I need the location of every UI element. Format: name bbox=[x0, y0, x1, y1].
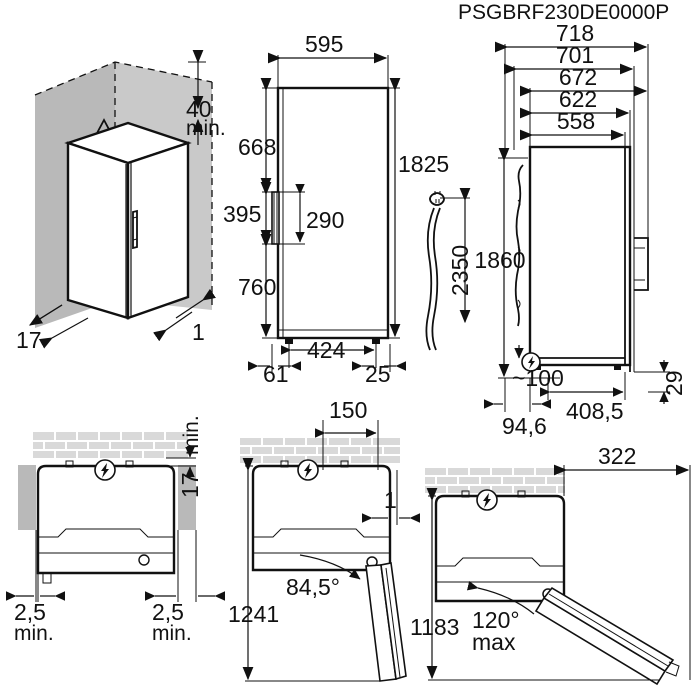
front-dim-61: 61 bbox=[263, 361, 289, 387]
plan-right-dim-322: 322 bbox=[598, 443, 636, 469]
front-dim-424: 424 bbox=[307, 337, 346, 363]
plug-icon bbox=[429, 192, 445, 206]
iso-dim-top-value: 40 bbox=[186, 96, 212, 122]
plan-mid-dim-1: 1 bbox=[384, 487, 397, 513]
iso-dim-side-value: 1 bbox=[192, 319, 205, 345]
side-dim-408: 408,5 bbox=[566, 398, 624, 424]
front-dim-25: 25 bbox=[365, 361, 391, 387]
side-dim-622: 622 bbox=[559, 86, 597, 112]
cord-dim-2350: 2350 bbox=[447, 245, 473, 296]
front-dim-height: 1825 bbox=[398, 151, 449, 177]
plan-mid-dim-1241: 1241 bbox=[228, 601, 279, 627]
front-dim-width: 595 bbox=[305, 31, 343, 57]
page-title: PSGBRF230DE0000P bbox=[458, 1, 669, 24]
plan-left-dim-rear-note: min. bbox=[180, 415, 203, 455]
plan-mid-dim-angle: 84,5° bbox=[286, 574, 340, 600]
plan-right-dim-angle-note: max bbox=[472, 629, 516, 655]
plan-mid-dim-150: 150 bbox=[329, 397, 367, 423]
side-dim-558: 558 bbox=[557, 108, 595, 134]
side-dim-recess: ~100 bbox=[512, 365, 564, 391]
side-dim-701: 701 bbox=[556, 42, 594, 68]
plan-left-dim-right-gap: 2,5 bbox=[152, 599, 184, 625]
side-dim-672: 672 bbox=[559, 64, 597, 90]
iso-dim-rear-value: 17 bbox=[16, 327, 42, 353]
plan-left-dim-left-gap: 2,5 bbox=[14, 599, 46, 625]
front-dim-760: 760 bbox=[238, 274, 276, 300]
front-dim-395: 395 bbox=[223, 201, 261, 227]
front-dim-290: 290 bbox=[306, 207, 344, 233]
side-dim-946: 94,6 bbox=[502, 413, 547, 439]
plan-left-dim-rear: 17 bbox=[177, 472, 203, 498]
front-dim-668: 668 bbox=[238, 134, 276, 160]
plan-right-dim-1183: 1183 bbox=[410, 614, 459, 640]
side-dim-718: 718 bbox=[556, 20, 594, 46]
side-dim-1860: 1860 bbox=[474, 247, 525, 273]
side-dim-29: 29 bbox=[661, 370, 687, 396]
plan-right-dim-angle: 120° bbox=[472, 607, 520, 633]
plan-left-dim-right-note: min. bbox=[152, 622, 192, 645]
plan-left-dim-left-note: min. bbox=[14, 622, 54, 645]
